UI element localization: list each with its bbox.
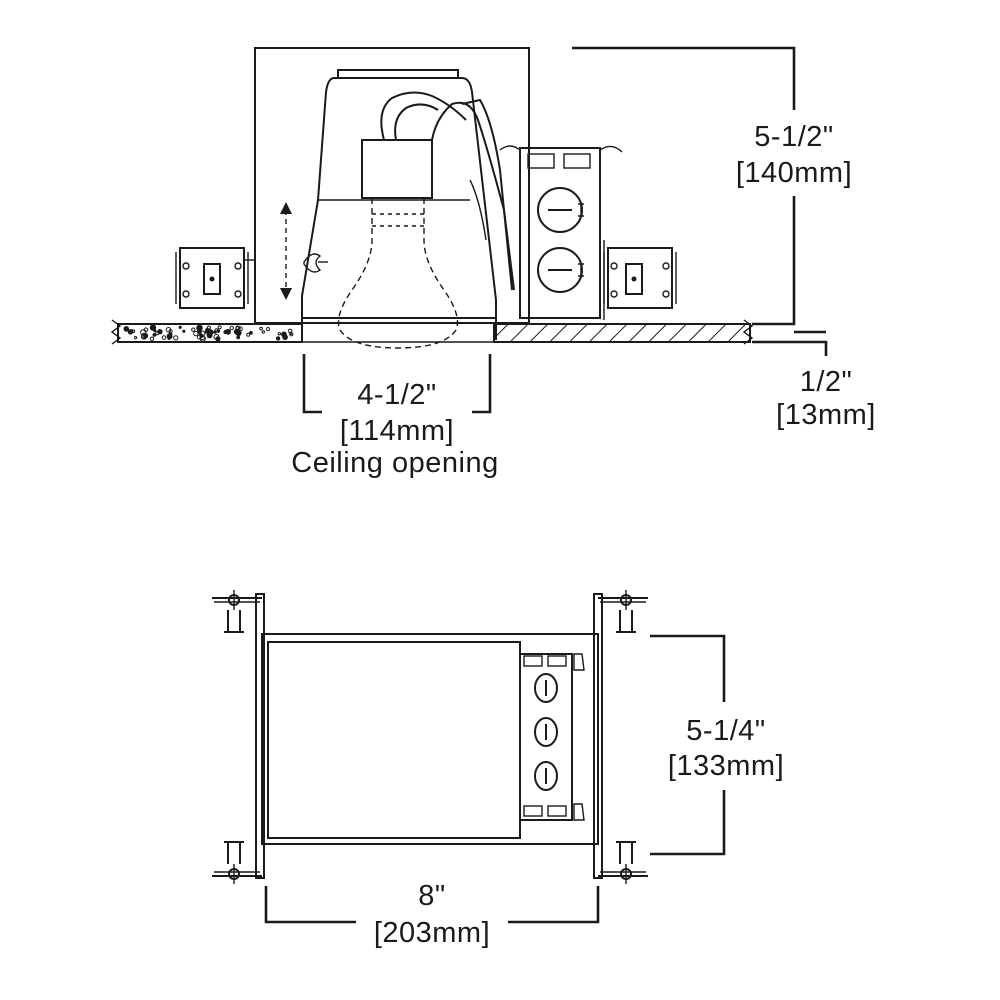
drywall-speckle: [178, 325, 182, 329]
depth-dim-metric: [133mm]: [668, 750, 784, 782]
drywall-speckle: [266, 327, 271, 332]
lamp-socket: [361, 139, 433, 199]
drywall-speckle: [223, 330, 227, 334]
drywall-speckle: [277, 332, 282, 336]
ceiling-drywall-left: [117, 323, 303, 343]
drywall-speckle: [199, 330, 206, 337]
mounting-bracket-right: [603, 247, 677, 309]
drywall-speckle: [261, 330, 265, 334]
knockout-upper: [537, 187, 583, 233]
corner-hanger-bottom-right: [598, 841, 648, 884]
depth-dim-imperial: 5-1/4": [686, 715, 765, 747]
drywall-speckle: [214, 328, 219, 333]
corner-hanger-top-left: [212, 590, 262, 633]
drywall-speckle: [205, 327, 210, 333]
junction-box: [499, 145, 623, 320]
bar-hanger-rails: [255, 593, 603, 879]
mounting-bracket-left: [175, 247, 255, 309]
junction-box-top: [519, 653, 585, 821]
drywall-speckle: [246, 332, 251, 337]
side-view: 5-1/2" [140mm] 1/2" [13mm] 4-1/2" [114mm…: [110, 46, 876, 479]
housing-top-inner: [267, 641, 521, 839]
width-dim-imperial: 8": [418, 880, 445, 912]
lamp-can: [301, 69, 497, 340]
drywall-speckle: [173, 335, 179, 341]
corner-hanger-top-right: [598, 590, 648, 633]
drywall-speckle: [152, 333, 157, 337]
drywall-speckle: [134, 336, 138, 340]
corner-hanger-bottom-left: [212, 841, 262, 884]
drywall-speckle: [155, 331, 160, 336]
opening-caption: Ceiling opening: [291, 447, 498, 479]
drywall-speckle: [236, 335, 241, 340]
drywall-speckle: [289, 332, 294, 337]
drywall-speckle: [259, 326, 263, 331]
bulb-outline: [337, 198, 459, 349]
drywall-speckle: [193, 330, 199, 337]
housing-top-outline: [261, 633, 599, 845]
dimension-ceiling-thickness: 1/2" [13mm]: [752, 330, 876, 431]
drywall-speckle: [143, 327, 149, 333]
drywall-speckle: [217, 325, 222, 330]
width-dim-metric: [203mm]: [374, 917, 490, 949]
drywall-speckle: [150, 325, 154, 329]
drywall-speckle: [128, 329, 134, 334]
dimension-width: 8" [203mm]: [264, 880, 600, 949]
dimension-opening: 4-1/2" [114mm] Ceiling opening: [291, 354, 498, 479]
drywall-speckle: [182, 329, 186, 333]
height-adjust-arrow: [280, 202, 292, 300]
drywall-speckle: [235, 326, 241, 332]
height-dim-imperial: 5-1/2": [754, 121, 833, 153]
knockout-lower: [537, 247, 583, 293]
ceiling-dim-imperial: 1/2": [800, 366, 853, 398]
wires: [380, 91, 515, 291]
wing-nut-icon: [303, 253, 322, 273]
drywall-speckle: [275, 336, 281, 341]
drywall-speckle: [167, 337, 171, 340]
drywall-speckle: [249, 331, 253, 335]
drywall-speckle: [161, 335, 167, 340]
drywall-speckle: [168, 332, 173, 336]
drywall-speckle: [281, 331, 287, 338]
dimension-depth: 5-1/4" [133mm]: [650, 634, 784, 856]
drywall-speckle: [191, 327, 196, 332]
top-view: 5-1/4" [133mm] 8" [203mm]: [212, 590, 784, 949]
drywall-speckle: [153, 329, 157, 333]
ceiling-dim-metric: [13mm]: [776, 399, 876, 431]
height-dim-metric: [140mm]: [736, 157, 852, 189]
housing-frame: [254, 47, 530, 324]
drywall-speckle: [229, 325, 235, 331]
drywall-speckle: [215, 336, 221, 342]
opening-dim-imperial: 4-1/2": [357, 379, 436, 411]
opening-dim-metric: [114mm]: [340, 415, 454, 447]
drywall-speckle: [123, 326, 130, 332]
dimension-height: 5-1/2" [140mm]: [572, 46, 852, 326]
drywall-speckle: [143, 333, 149, 339]
drywall-speckle: [196, 324, 203, 332]
drywall-speckle: [149, 336, 155, 342]
